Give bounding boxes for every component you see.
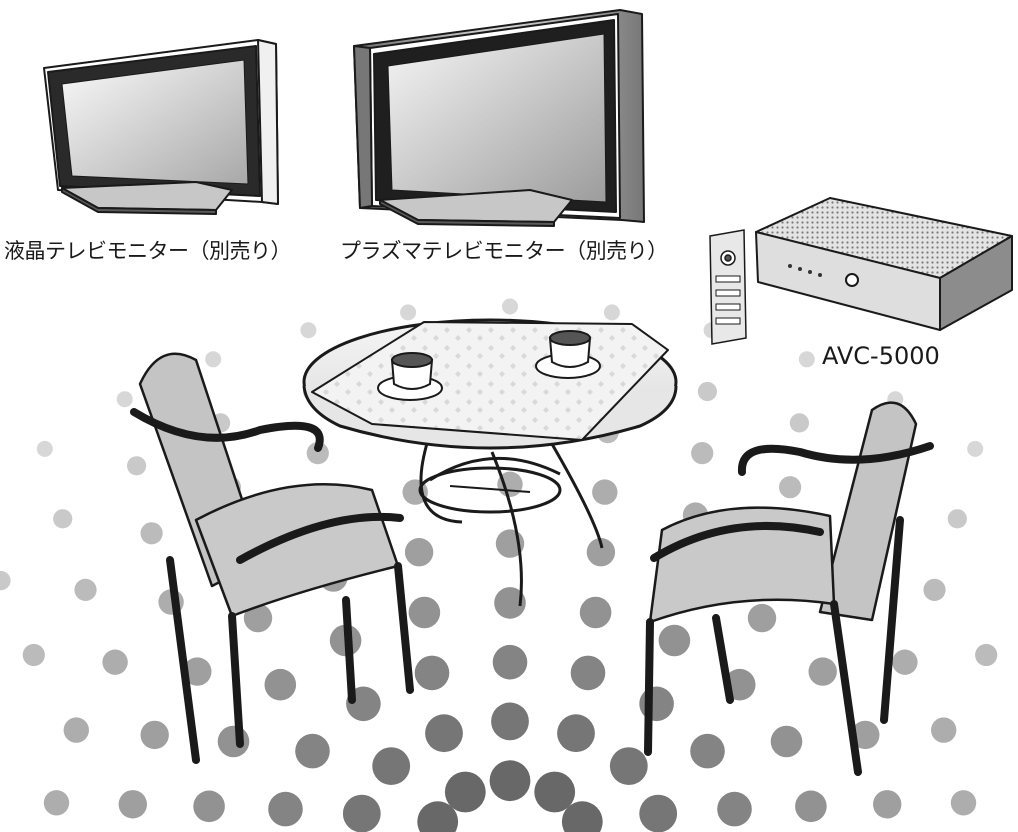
decorative-dot bbox=[372, 747, 411, 785]
decorative-dot bbox=[408, 596, 441, 629]
decorative-dot bbox=[975, 643, 998, 667]
decorative-dot bbox=[491, 702, 529, 741]
decorative-dot bbox=[795, 790, 827, 823]
decorative-dot bbox=[570, 655, 606, 691]
decorative-dot bbox=[425, 714, 463, 753]
decorative-dot bbox=[22, 643, 45, 667]
decorative-dot bbox=[494, 587, 526, 619]
decorative-dot bbox=[205, 351, 222, 368]
decorative-dot bbox=[444, 771, 486, 813]
remote-control-illustration bbox=[709, 229, 747, 345]
decorative-dot bbox=[36, 440, 53, 457]
decorative-dot bbox=[923, 578, 946, 602]
decorative-dot bbox=[770, 725, 803, 758]
decorative-dot bbox=[658, 624, 691, 657]
decorative-dot bbox=[74, 578, 97, 602]
sound-dots-decoration bbox=[0, 298, 998, 832]
decorative-dot bbox=[53, 509, 73, 529]
decorative-dot bbox=[592, 479, 618, 505]
decorative-dot bbox=[557, 714, 595, 753]
plasma-monitor-label: プラズマテレビモニター（別売り） bbox=[340, 239, 668, 263]
decorative-dot bbox=[586, 538, 616, 567]
decorative-dot bbox=[264, 668, 297, 701]
decorative-dot bbox=[690, 733, 725, 769]
decorative-dot bbox=[193, 790, 225, 823]
lcd-monitor-label: 液晶テレビモニター（別売り） bbox=[4, 239, 292, 263]
model-name-label: AVC-5000 bbox=[822, 342, 940, 370]
lcd-monitor-illustration bbox=[43, 39, 279, 215]
decorative-dot bbox=[414, 655, 450, 691]
left-chair-illustration bbox=[130, 352, 414, 764]
coffee-cups-illustration bbox=[377, 330, 601, 401]
decorative-dot bbox=[217, 725, 250, 758]
decorative-dot bbox=[561, 801, 603, 832]
decorative-dot bbox=[947, 509, 967, 529]
decorative-dot bbox=[950, 790, 977, 816]
decorative-dot bbox=[116, 391, 133, 408]
decorative-dot bbox=[609, 747, 648, 785]
decorative-dot bbox=[183, 657, 212, 686]
decorative-dot bbox=[127, 456, 147, 476]
decorative-dot bbox=[295, 733, 330, 769]
decorative-dot bbox=[268, 791, 303, 827]
decorative-dot bbox=[534, 771, 576, 813]
decorative-dot bbox=[300, 322, 317, 339]
decorative-dot bbox=[798, 351, 815, 368]
avc-5000-device-illustration bbox=[755, 197, 1013, 331]
decorative-dot bbox=[118, 790, 147, 819]
decorative-dot bbox=[404, 538, 434, 567]
decorative-dot bbox=[400, 304, 417, 321]
decorative-dot bbox=[639, 794, 678, 832]
plasma-monitor-illustration bbox=[353, 9, 645, 227]
decorative-dot bbox=[603, 304, 620, 321]
decorative-dot bbox=[717, 791, 752, 827]
decorative-dot bbox=[873, 790, 902, 819]
right-chair-illustration bbox=[644, 401, 934, 776]
decorative-dot bbox=[243, 603, 273, 633]
decorative-dot bbox=[489, 760, 531, 802]
decorative-dot bbox=[502, 298, 518, 315]
decorative-dot bbox=[417, 801, 459, 832]
decorative-dot bbox=[140, 522, 163, 545]
decorative-dot bbox=[63, 717, 89, 743]
decorative-dot bbox=[789, 413, 810, 433]
decorative-dot bbox=[691, 442, 714, 465]
decorative-dot bbox=[967, 440, 984, 457]
decorative-dot bbox=[492, 644, 528, 680]
decorative-dot bbox=[43, 790, 70, 816]
decorative-dot bbox=[639, 686, 674, 722]
decorative-dot bbox=[779, 476, 802, 499]
decorative-dot bbox=[851, 720, 880, 750]
decorative-dot bbox=[579, 596, 612, 629]
decorative-dot bbox=[306, 442, 329, 465]
decorative-dot bbox=[808, 657, 837, 686]
decorative-dot bbox=[342, 794, 381, 832]
decorative-dot bbox=[931, 717, 957, 743]
decorative-dot bbox=[892, 649, 918, 675]
decorative-dot bbox=[697, 381, 718, 402]
decorative-dot bbox=[102, 649, 128, 675]
decorative-dot bbox=[0, 571, 11, 591]
decorative-dot bbox=[747, 603, 777, 633]
decorative-dot bbox=[140, 720, 169, 750]
